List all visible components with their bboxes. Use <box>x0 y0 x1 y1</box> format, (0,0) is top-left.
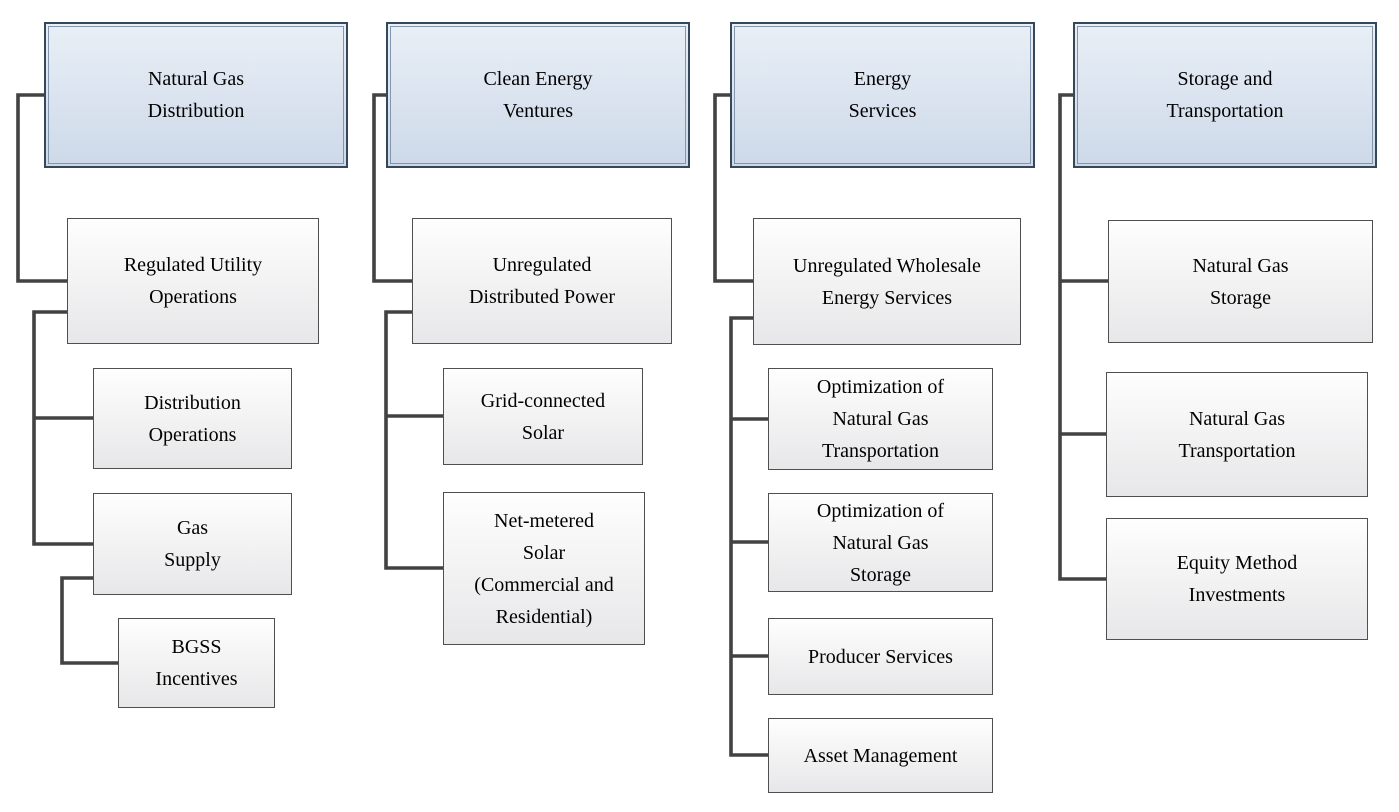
node-label: Grid-connected Solar <box>480 389 606 444</box>
node-label: Unregulated Distributed Power <box>468 254 616 308</box>
node-label: Regulated Utility Operations <box>123 254 263 308</box>
node-label: Net-metered Solar (Commercial and Reside… <box>474 509 614 628</box>
node-natural-gas-storage: Natural Gas Storage <box>1108 220 1373 343</box>
node-label: Unregulated Wholesale Energy Services <box>793 254 981 309</box>
node-equity-method-investments: Equity Method Investments <box>1106 518 1368 640</box>
node-grid-connected-solar: Grid-connected Solar <box>443 368 643 465</box>
node-label: Natural Gas Distribution <box>147 68 245 122</box>
connector-col1-level1-trunk <box>32 310 93 546</box>
node-net-metered-solar: Net-metered Solar (Commercial and Reside… <box>443 492 645 645</box>
node-energy-services: Energy Services <box>730 22 1035 168</box>
connector-col2-header-to-level1 <box>372 93 412 283</box>
node-label: Gas Supply <box>164 517 221 571</box>
node-unregulated-wholesale-energy-services: Unregulated Wholesale Energy Services <box>753 218 1021 345</box>
node-label: Optimization of Natural Gas Transportati… <box>816 376 945 462</box>
node-label: Producer Services <box>808 645 953 668</box>
node-natural-gas-distribution: Natural Gas Distribution <box>44 22 348 168</box>
connector-col3-header-to-level1 <box>713 93 753 283</box>
node-storage-and-transportation: Storage and Transportation <box>1073 22 1377 168</box>
node-label: Natural Gas Storage <box>1192 254 1289 309</box>
connector-col1-level2-trunk <box>60 576 118 665</box>
node-gas-supply: Gas Supply <box>93 493 292 595</box>
node-label: Clean Energy Ventures <box>483 68 593 122</box>
node-label: Storage and Transportation <box>1166 68 1284 122</box>
node-label: Equity Method Investments <box>1176 552 1298 606</box>
node-bgss-incentives: BGSS Incentives <box>118 618 275 708</box>
node-label: Optimization of Natural Gas Storage <box>816 499 945 586</box>
connector-col4-header-trunk <box>1058 93 1106 581</box>
connector-col1-header-to-level1 <box>16 93 67 283</box>
node-asset-management: Asset Management <box>768 718 993 793</box>
node-clean-energy-ventures: Clean Energy Ventures <box>386 22 690 168</box>
node-natural-gas-transportation: Natural Gas Transportation <box>1106 372 1368 497</box>
node-label: Energy Services <box>848 68 917 122</box>
node-regulated-utility-operations: Regulated Utility Operations <box>67 218 319 344</box>
node-label: Natural Gas Transportation <box>1178 407 1296 462</box>
node-optimization-natural-gas-storage: Optimization of Natural Gas Storage <box>768 493 993 592</box>
node-label: BGSS Incentives <box>155 636 238 690</box>
node-label: Asset Management <box>803 744 958 767</box>
node-producer-services: Producer Services <box>768 618 993 695</box>
node-optimization-natural-gas-transportation: Optimization of Natural Gas Transportati… <box>768 368 993 470</box>
node-unregulated-distributed-power: Unregulated Distributed Power <box>412 218 672 344</box>
connector-col3-level1-trunk <box>729 316 768 757</box>
node-distribution-operations: Distribution Operations <box>93 368 292 469</box>
node-label: Distribution Operations <box>144 391 241 446</box>
connector-col2-level1-trunk <box>384 310 443 570</box>
